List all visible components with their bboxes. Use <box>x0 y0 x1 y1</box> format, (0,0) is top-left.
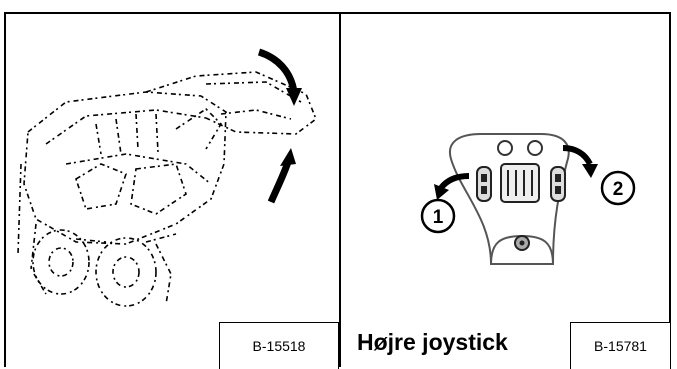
figure-caption: Højre joystick <box>357 329 508 355</box>
left-figure-panel: B-15518 <box>6 14 341 369</box>
callout-1: 1 <box>433 207 444 228</box>
loader-illustration <box>17 48 317 307</box>
figure-frame: B-15518 <box>4 12 671 369</box>
joystick-illustration: 1 2 <box>420 133 636 265</box>
figure-code-left: B-15518 <box>219 322 339 369</box>
right-figure-panel: 1 2 Højre joystick B-15781 <box>341 14 671 369</box>
figure-code-right: B-15781 <box>570 322 671 369</box>
callout-2: 2 <box>613 179 624 200</box>
